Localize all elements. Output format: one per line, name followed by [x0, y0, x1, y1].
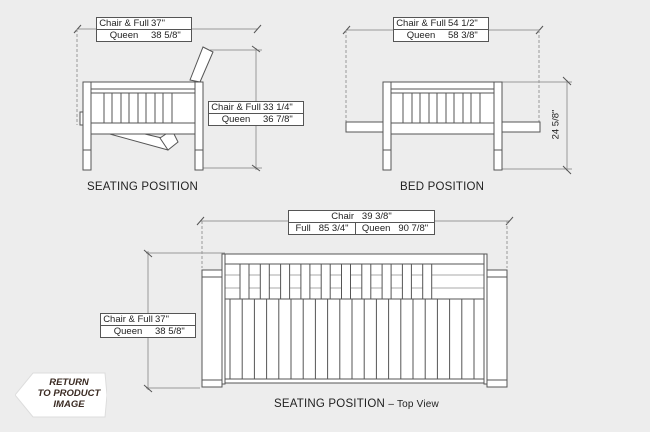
value: 58 3/8" — [448, 30, 478, 41]
top-view-caption: SEATING POSITION – Top View — [274, 398, 439, 410]
chair-value: Chair 39 3/8" — [331, 211, 392, 222]
value: 54 1/2" — [448, 18, 478, 29]
value: 37" — [155, 314, 169, 325]
back-slat — [320, 263, 331, 300]
seating-side-view — [73, 24, 262, 172]
label: Queen — [406, 30, 436, 41]
line2: TO PRODUCT — [37, 388, 101, 399]
back-slat — [239, 263, 250, 300]
label: Chair & Full — [99, 18, 149, 29]
top-view — [143, 216, 514, 393]
back-slat — [259, 263, 270, 300]
bed-caption: BED POSITION — [400, 181, 485, 193]
bed-height-label: 24 5/8" — [550, 109, 562, 140]
arrow-left-icon — [15, 372, 107, 418]
full-value: Full 85 3/4" — [289, 223, 356, 234]
back-slat — [401, 263, 412, 300]
bed-view — [342, 25, 572, 175]
back-slat — [381, 263, 392, 300]
label: Queen — [109, 30, 139, 41]
label: Chair & Full — [103, 314, 153, 325]
back-slat — [280, 263, 291, 300]
value: 33 1/4" — [263, 102, 293, 113]
label: Chair & Full — [211, 102, 261, 113]
value: 36 7/8" — [263, 114, 293, 125]
value: 38 5/8" — [155, 326, 185, 337]
caption-main: SEATING POSITION — [274, 398, 385, 410]
label: Chair & Full — [396, 18, 446, 29]
line3: IMAGE — [53, 399, 85, 410]
return-button-label: RETURN TO PRODUCT IMAGE — [33, 377, 105, 410]
caption-suffix: – Top View — [388, 399, 439, 410]
top-view-width-table: Chair 39 3/8" Full 85 3/4" Queen 90 7/8" — [288, 210, 435, 235]
seating-caption: SEATING POSITION — [87, 181, 198, 193]
return-to-product-image-button[interactable]: RETURN TO PRODUCT IMAGE — [15, 372, 107, 418]
back-slat — [422, 263, 433, 300]
queen-value: Queen 90 7/8" — [361, 223, 429, 234]
label: Queen — [113, 326, 143, 337]
back-slat — [361, 263, 372, 300]
value: 38 5/8" — [151, 30, 181, 41]
back-slat — [300, 263, 311, 300]
back-slat — [341, 263, 351, 300]
label: Queen — [221, 114, 251, 125]
value: 37" — [151, 18, 165, 29]
line1: RETURN — [49, 377, 89, 388]
